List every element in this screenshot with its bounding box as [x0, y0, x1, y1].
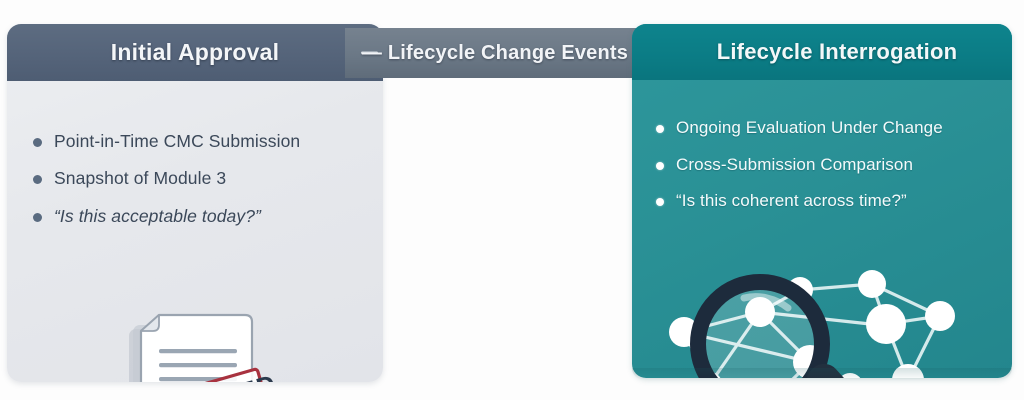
- bullet-text-quote: “Is this coherent across time?”: [676, 191, 907, 211]
- list-item: Cross-Submission Comparison: [656, 153, 1006, 178]
- bullet-text-quote: “Is this acceptable today?”: [54, 205, 261, 226]
- bullet-dot-icon: [656, 161, 664, 170]
- network-magnifier-icon: [640, 262, 1012, 378]
- bullet-dot-icon: [656, 125, 664, 133]
- bullet-text: Cross-Submission Comparison: [676, 154, 913, 174]
- bullet-dot-icon: [656, 198, 664, 207]
- panel-right-bullet-list: Ongoing Evaluation Under Change Cross-Su…: [656, 116, 1006, 226]
- bullet-dot-icon: [33, 138, 42, 147]
- panel-right-header: Lifecycle Interrogation: [632, 24, 1012, 80]
- panel-left-bullet-list: Point-in-Time CMC Submission Snapshot of…: [33, 129, 363, 241]
- list-item: Ongoing Evaluation Under Change: [656, 116, 1006, 141]
- bullet-text: Snapshot of Module 3: [54, 168, 227, 189]
- list-item: Snapshot of Module 3: [33, 166, 363, 191]
- bullet-dot-icon: [33, 175, 42, 185]
- bullet-dot-icon: [33, 212, 42, 222]
- panel-left-body: Point-in-Time CMC Submission Snapshot of…: [7, 81, 383, 382]
- panel-right-title: Lifecycle Interrogation: [716, 39, 958, 64]
- bullet-text: Point-in-Time CMC Submission: [54, 131, 301, 151]
- magnifier-glass: [690, 274, 870, 378]
- approved-document-icon: APPROVED: [119, 313, 280, 382]
- panel-right-body: Ongoing Evaluation Under Change Cross-Su…: [632, 80, 1012, 378]
- panel-left-header: Initial Approval: [7, 24, 383, 81]
- panel-lifecycle-interrogation: Lifecycle Interrogation Ongoing Evaluati…: [632, 24, 1012, 378]
- bullet-text: Ongoing Evaluation Under Change: [676, 118, 943, 137]
- list-item: Point-in-Time CMC Submission: [33, 129, 363, 154]
- list-item: “Is this coherent across time?”: [656, 189, 1006, 214]
- list-item: “Is this acceptable today?”: [33, 204, 363, 229]
- panel-left-title: Initial Approval: [110, 39, 280, 65]
- panel-initial-approval: Initial Approval Point-in-Time CMC Submi…: [7, 24, 383, 382]
